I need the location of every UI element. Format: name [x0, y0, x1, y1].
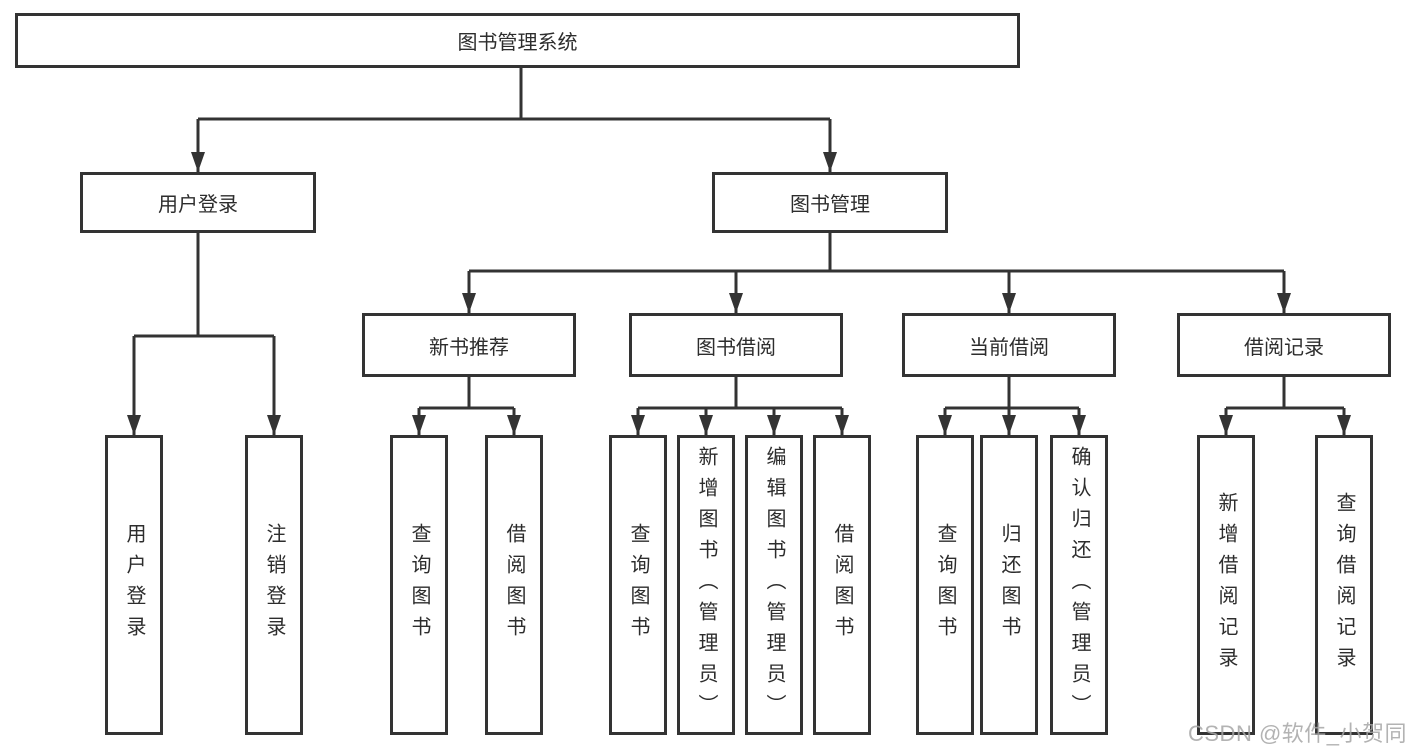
- node-current-query-book: 查询图书: [916, 435, 974, 735]
- connector-book-borrow: [631, 377, 849, 435]
- node-current-borrow: 当前借阅: [902, 313, 1116, 377]
- connector-user-login: [127, 233, 281, 435]
- csdn-watermark: CSDN @软件_小贺同学: [1188, 721, 1405, 746]
- node-login-user-login: 用户登录: [105, 435, 163, 735]
- node-current-confirm-return: 确认归还（管理员）: [1050, 435, 1108, 735]
- node-borrow-borrow-book: 借阅图书: [813, 435, 871, 735]
- node-new-book-recommend: 新书推荐: [362, 313, 576, 377]
- node-current-return-book: 归还图书: [980, 435, 1038, 735]
- node-login-logout: 注销登录: [245, 435, 303, 735]
- node-borrow-edit-book: 编辑图书（管理员）: [745, 435, 803, 735]
- node-user-login: 用户登录: [80, 172, 316, 233]
- connector-current-borrow: [938, 377, 1086, 435]
- node-record-add-record: 新增借阅记录: [1197, 435, 1255, 735]
- connector-book-management: [462, 233, 1291, 313]
- node-recommend-query-book: 查询图书: [390, 435, 448, 735]
- connector-root: [191, 68, 837, 172]
- node-record-query-record: 查询借阅记录: [1315, 435, 1373, 735]
- node-recommend-borrow-book: 借阅图书: [485, 435, 543, 735]
- node-book-borrow: 图书借阅: [629, 313, 843, 377]
- connector-new-book-recommend: [412, 377, 521, 435]
- node-book-management: 图书管理: [712, 172, 948, 233]
- connector-borrow-record: [1219, 377, 1351, 435]
- node-root: 图书管理系统: [15, 13, 1020, 68]
- node-borrow-add-book: 新增图书（管理员）: [677, 435, 735, 735]
- node-borrow-query-book: 查询图书: [609, 435, 667, 735]
- node-borrow-record: 借阅记录: [1177, 313, 1391, 377]
